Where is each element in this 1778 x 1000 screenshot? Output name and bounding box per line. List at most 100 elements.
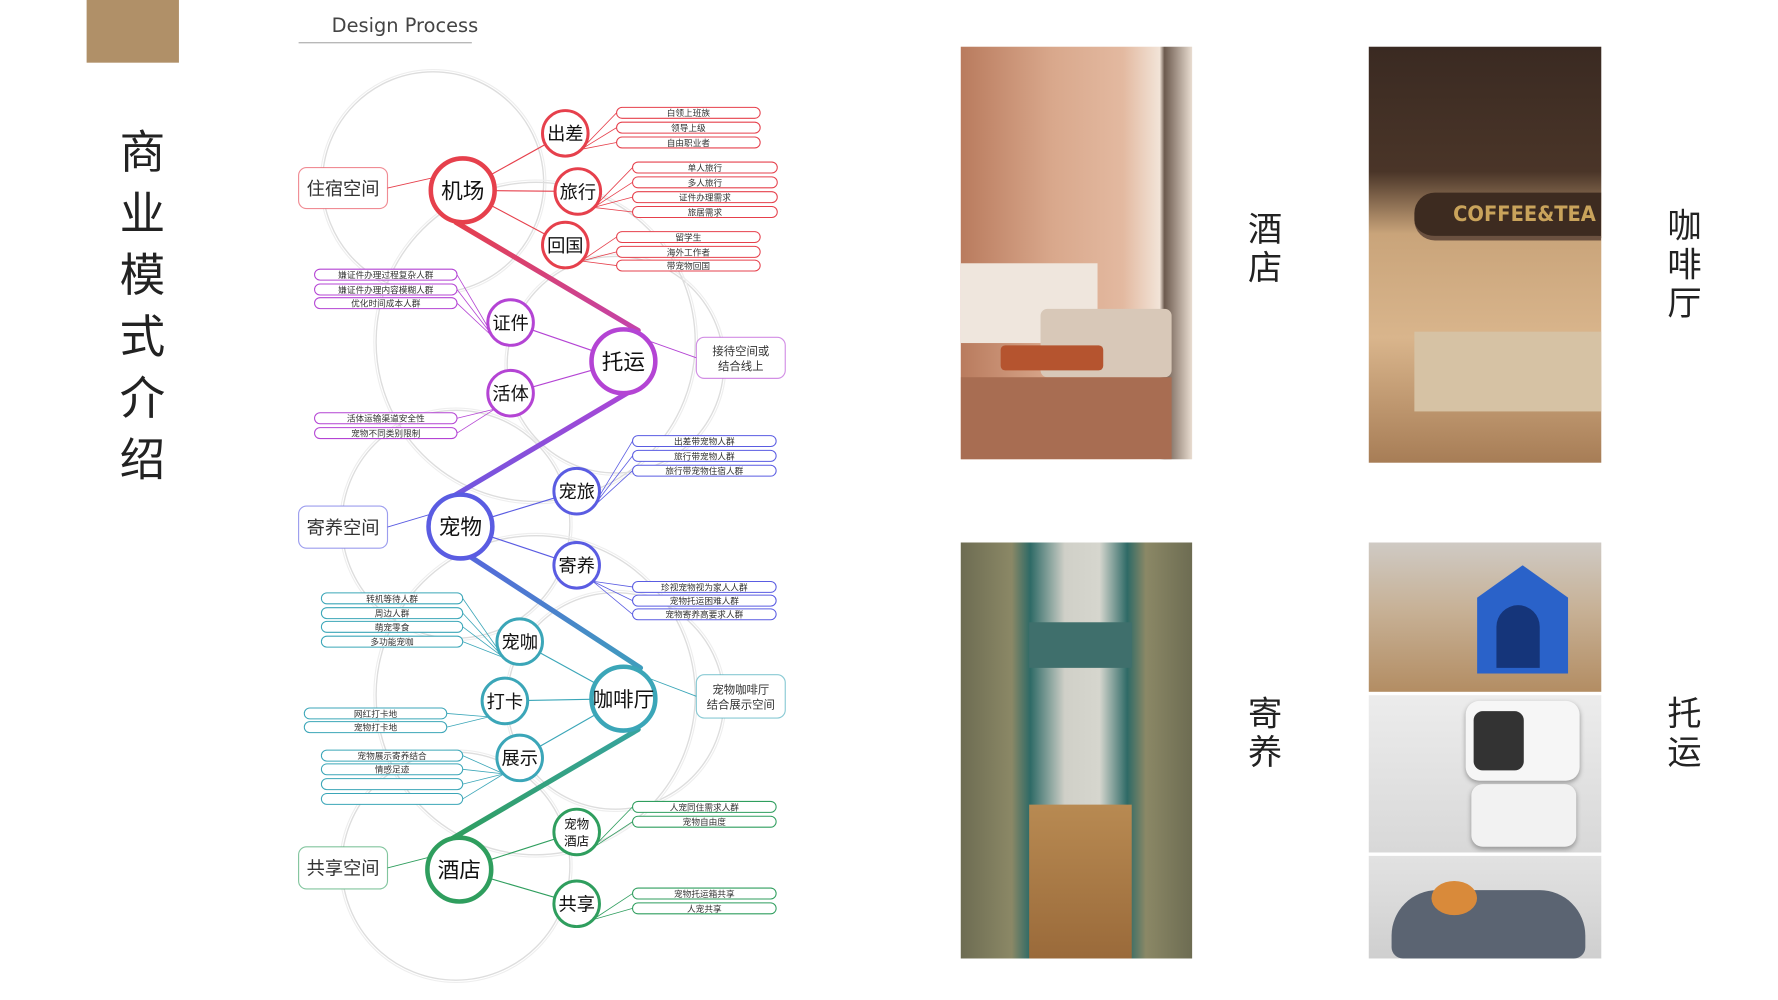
item-connector xyxy=(462,641,504,658)
audience-pill-text: 情感足迹 xyxy=(375,764,410,776)
sub-node-label: 寄养 xyxy=(558,556,594,577)
audience-pill-text: 白领上班族 xyxy=(667,107,711,119)
item-connector xyxy=(581,260,617,266)
space-box xyxy=(695,336,786,379)
sub-node xyxy=(552,879,601,929)
audience-pill xyxy=(632,161,778,174)
audience-pill-text: 宠物寄养高要求人群 xyxy=(665,609,743,621)
audience-pill-text: 留学生 xyxy=(675,231,701,243)
audience-pill-text: 宠物不同类别限制 xyxy=(351,428,421,440)
audience-pill-text: 网红打卡地 xyxy=(354,708,398,720)
item-connector xyxy=(593,196,633,208)
sub-node-label: 酒店 xyxy=(564,834,589,849)
sub-node xyxy=(553,167,603,216)
audience-pill-text: 宠物托运困难人群 xyxy=(670,595,740,607)
audience-pill-text: 证件办理需求 xyxy=(679,192,731,204)
hub-node-label: 托运 xyxy=(602,350,645,375)
space-box-text: 接待空间或 xyxy=(712,344,769,358)
audience-pill-text: 优化时间成本人群 xyxy=(351,298,421,310)
sub-node-label: 宠咖 xyxy=(501,632,537,653)
sub-node xyxy=(495,733,544,783)
space-box xyxy=(298,846,389,890)
audience-pill xyxy=(314,297,458,310)
audience-pill-text: 嫌证件办理内容模糊人群 xyxy=(338,284,434,296)
sub-node xyxy=(486,298,535,347)
audience-pill xyxy=(632,464,777,477)
sub-node-label: 展示 xyxy=(501,749,537,770)
side-box-connector xyxy=(387,855,435,869)
audience-pill-text: 人宠同住需求人群 xyxy=(670,801,740,813)
side-box-connector xyxy=(648,677,697,697)
audience-pill xyxy=(320,792,464,805)
item-connector xyxy=(592,821,633,849)
audience-pill xyxy=(632,887,777,900)
audience-pill xyxy=(616,121,761,134)
audience-pill xyxy=(632,815,777,828)
item-connector xyxy=(581,251,617,262)
audience-pill-text: 嫌证件办理过程复杂人群 xyxy=(338,269,434,281)
audience-pill xyxy=(303,707,448,720)
accent-block xyxy=(86,0,179,63)
audience-pill xyxy=(320,607,464,620)
audience-pill xyxy=(632,176,778,189)
hub-node-label: 机场 xyxy=(441,179,484,204)
audience-pill xyxy=(632,580,777,593)
audience-pill xyxy=(632,608,777,621)
audience-pill-text: 珍视宠物视为家人人群 xyxy=(661,581,748,593)
space-box-text: 结合线上 xyxy=(718,359,764,373)
audience-pill-text: 宠物展示寄养结合 xyxy=(357,750,427,762)
sub-node-label: 活体 xyxy=(492,384,528,405)
item-connector xyxy=(593,182,633,208)
item-connector xyxy=(581,142,617,150)
decor-circle xyxy=(375,181,696,503)
main-spine xyxy=(445,219,644,844)
item-connector xyxy=(592,580,633,601)
item-connector xyxy=(592,470,633,508)
item-connector xyxy=(462,626,504,658)
audience-pill-text: 带宠物回国 xyxy=(667,260,710,272)
coffee-shop-label: 咖啡厅 xyxy=(1660,207,1701,324)
space-box xyxy=(298,505,389,549)
item-connector xyxy=(446,713,489,718)
pet-carrier-photo xyxy=(1368,695,1602,853)
audience-pill-text: 活体运输渠道安全性 xyxy=(347,413,425,425)
audience-pill-text: 周边人群 xyxy=(375,608,410,620)
item-connector xyxy=(592,806,633,849)
audience-pill xyxy=(616,245,761,258)
audience-pill-text: 旅行带宠物住宿人群 xyxy=(665,465,743,477)
pet-house-photo xyxy=(1368,542,1602,692)
transport-label: 托运 xyxy=(1660,695,1701,773)
item-connector xyxy=(592,893,633,921)
audience-pill xyxy=(632,206,778,218)
item-connector xyxy=(462,768,504,775)
audience-pill xyxy=(616,136,761,149)
sub-node xyxy=(495,617,544,666)
audience-pill xyxy=(320,763,464,776)
sub-node xyxy=(541,109,590,158)
audience-pill xyxy=(320,778,464,791)
sub-node xyxy=(486,368,535,418)
audience-pill xyxy=(632,449,777,462)
audience-pill xyxy=(314,412,458,425)
coffee-sign: COFFEE&TEA xyxy=(1453,201,1596,227)
sub-node-label: 旅行 xyxy=(560,182,596,203)
coffee-shop-photo: COFFEE&TEA xyxy=(1368,46,1602,463)
audience-pill-text: 单人旅行 xyxy=(688,162,723,174)
item-connector xyxy=(581,236,617,262)
sub-node-label: 宠旅 xyxy=(558,482,594,503)
audience-pill xyxy=(320,620,464,633)
audience-pill-text: 人宠共享 xyxy=(687,903,722,915)
audience-pill xyxy=(632,435,777,448)
decor-circle xyxy=(375,534,696,856)
sub-node-label: 宠物 xyxy=(564,817,589,832)
audience-pill xyxy=(314,268,458,281)
audience-pill xyxy=(303,721,448,734)
item-connector xyxy=(446,716,490,728)
sub-node xyxy=(480,676,530,726)
audience-pill xyxy=(632,902,777,915)
item-connector xyxy=(592,580,633,615)
boarding-photo xyxy=(960,542,1193,959)
audience-pill-text: 出差带宠物人群 xyxy=(674,435,735,447)
